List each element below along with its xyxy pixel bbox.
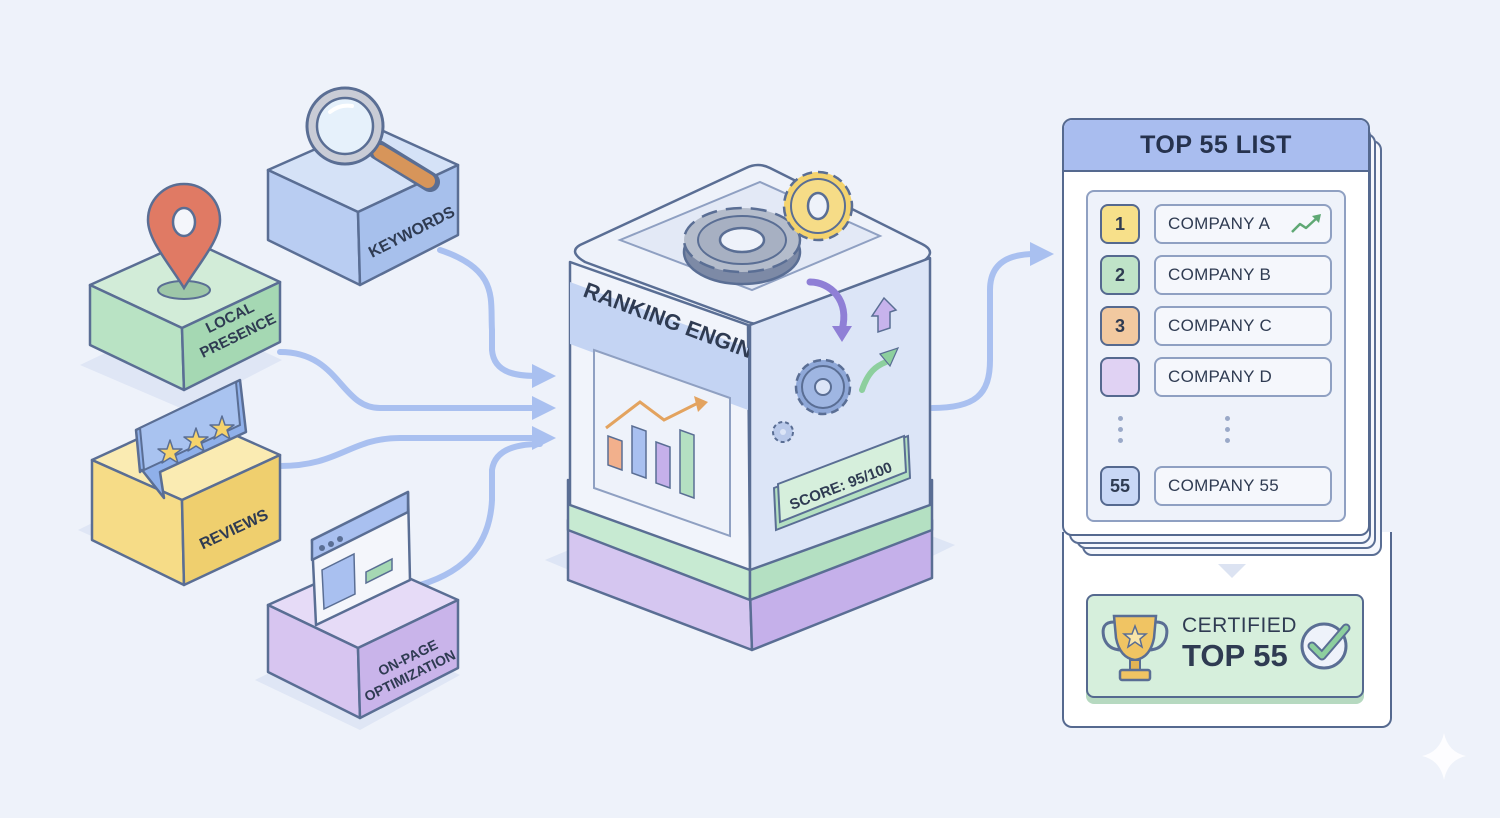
company-name: COMPANY A <box>1168 214 1271 233</box>
onpage-arrow <box>417 441 543 588</box>
list-title: TOP 55 LIST <box>1064 120 1368 172</box>
certificate-card: CERTIFIED TOP 55 <box>1062 532 1392 728</box>
list-row: 55 COMPANY 55 <box>1100 466 1332 506</box>
rank-badge: 55 <box>1100 466 1140 506</box>
certified-title: TOP 55 <box>1182 638 1288 673</box>
bar-chart-icon <box>593 348 731 538</box>
certificate-badge: CERTIFIED TOP 55 <box>1086 594 1364 698</box>
star-rating-icon <box>134 378 248 500</box>
output-arrow <box>929 251 1038 411</box>
map-pin-icon <box>146 182 222 300</box>
list-row: 2 COMPANY B <box>1100 255 1332 295</box>
company-name: COMPANY D <box>1168 367 1273 386</box>
rank-badge <box>1100 357 1140 397</box>
cog-icon <box>772 358 852 443</box>
keywords-arrow <box>437 247 543 379</box>
company-name-box: COMPANY B <box>1154 255 1332 295</box>
list-row: 3 COMPANY C <box>1100 306 1332 346</box>
trend-up-icon <box>1291 214 1321 233</box>
sparkle-icon <box>1422 733 1466 780</box>
company-name-box: COMPANY D <box>1154 357 1332 397</box>
company-name: COMPANY C <box>1168 316 1273 335</box>
keywords-block: KEYWORDS <box>266 86 460 287</box>
reviews-block: REVIEWS <box>78 378 282 587</box>
company-name-box: COMPANY C <box>1154 306 1332 346</box>
flow-arrows <box>277 247 1038 588</box>
list-row: 1 COMPANY A <box>1100 204 1332 244</box>
rank-badge: 2 <box>1100 255 1140 295</box>
up-arrow-icons <box>806 278 900 393</box>
ellipsis-dots <box>1118 416 1124 449</box>
local-arrow <box>277 349 543 411</box>
rank-badge: 1 <box>1100 204 1140 244</box>
onpage-block: ON-PAGE OPTIMIZATION <box>255 490 460 730</box>
company-name-box: COMPANY 55 <box>1154 466 1332 506</box>
certified-label: CERTIFIED <box>1182 614 1297 637</box>
company-name: COMPANY 55 <box>1168 476 1280 495</box>
rank-badge: 3 <box>1100 306 1140 346</box>
local-presence-block: LOCAL PRESENCE <box>80 182 282 410</box>
browser-window-icon <box>310 490 412 627</box>
check-circle-icon <box>1300 622 1351 670</box>
ranking-list: 1 COMPANY A 2 COMPANY B 3 COMPANY C <box>1086 190 1346 522</box>
ellipsis-dots <box>1225 416 1231 449</box>
certificate-pointer <box>1218 564 1246 578</box>
trophy-icon <box>1101 614 1169 682</box>
reviews-arrow <box>277 435 543 469</box>
top-list-card: TOP 55 LIST 1 COMPANY A 2 COMPANY B 3 CO… <box>1062 118 1370 536</box>
arrow-heads <box>532 242 1054 450</box>
company-name-box: COMPANY A <box>1154 204 1332 244</box>
ranking-engine-cube: RANKING ENGINE <box>545 163 955 652</box>
gold-gear-icon <box>782 170 854 242</box>
magnifier-icon <box>305 86 440 192</box>
gear-icon <box>682 206 802 286</box>
top-list-panel: CERTIFIED TOP 55 TOP 55 LIST 1 COMPANY A <box>1062 118 1392 728</box>
company-name: COMPANY B <box>1168 265 1272 284</box>
list-row: COMPANY D <box>1100 357 1332 397</box>
